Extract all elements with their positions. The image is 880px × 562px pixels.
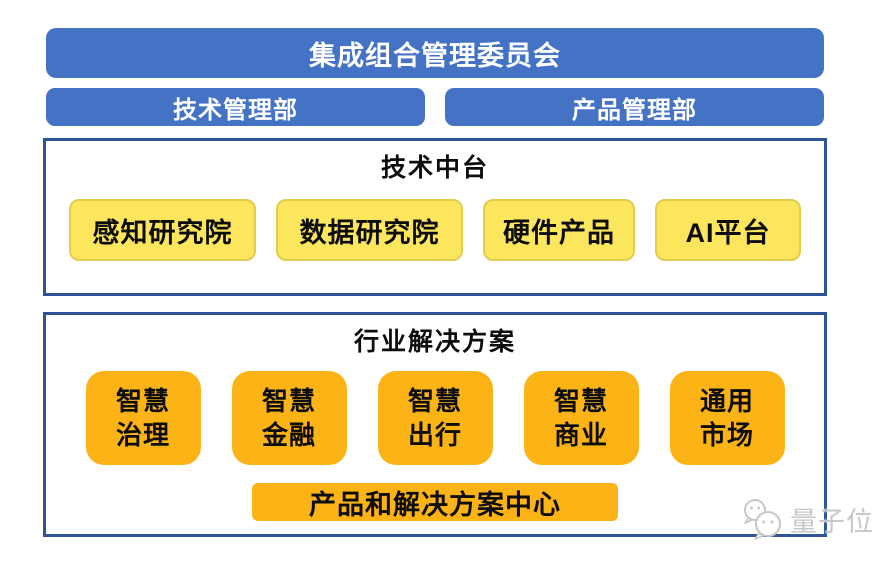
industry-item-smart-finance: 智慧 金融: [231, 371, 347, 465]
department-row: 技术管理部 产品管理部: [46, 88, 824, 126]
section-industry-title: 行业解决方案: [353, 328, 516, 356]
industry-item-line: 通用: [699, 385, 754, 416]
tech-item-perception-institute: 感知研究院: [69, 199, 256, 261]
section-industry-solutions: 行业解决方案 智慧 治理 智慧 金融 智慧 出行 智慧 商业 通用 市场: [43, 312, 827, 537]
industry-item-line: 市场: [699, 420, 754, 450]
industry-item-smart-business: 智慧 商业: [523, 371, 639, 465]
tech-items-row: 感知研究院 数据研究院 硬件产品 AI平台: [46, 199, 824, 261]
industry-item-line: 金融: [261, 420, 316, 450]
qbitai-watermark: 量子位: [738, 496, 874, 542]
tech-item-ai-platform: AI平台: [655, 199, 801, 261]
industry-item-line: 智慧: [261, 385, 316, 416]
dept-bar-technology-management: 技术管理部: [46, 88, 425, 126]
industry-item-smart-mobility: 智慧 出行: [377, 371, 493, 465]
section-tech-title: 技术中台: [380, 154, 489, 182]
industry-item-line: 智慧: [115, 385, 170, 416]
product-solution-center-bar: 产品和解决方案中心: [252, 483, 618, 521]
industry-item-line: 智慧: [553, 385, 608, 416]
dept-bar-product-management: 产品管理部: [445, 88, 824, 126]
industry-item-line: 智慧: [407, 385, 462, 416]
industry-items-row: 智慧 治理 智慧 金融 智慧 出行 智慧 商业 通用 市场: [46, 371, 824, 465]
qbitai-watermark-text: 量子位: [790, 506, 874, 537]
industry-item-smart-governance: 智慧 治理: [85, 371, 201, 465]
industry-item-line: 商业: [553, 420, 608, 450]
industry-item-line: 治理: [115, 420, 170, 450]
qbitai-chat-bubbles-icon: [738, 496, 788, 542]
tech-item-hardware-products: 硬件产品: [483, 199, 635, 261]
tech-item-data-institute: 数据研究院: [276, 199, 463, 261]
committee-bar: 集成组合管理委员会: [46, 28, 824, 78]
industry-item-general-market: 通用 市场: [669, 371, 785, 465]
section-tech-platform: 技术中台 感知研究院 数据研究院 硬件产品 AI平台: [43, 138, 827, 296]
industry-item-line: 出行: [407, 420, 462, 450]
